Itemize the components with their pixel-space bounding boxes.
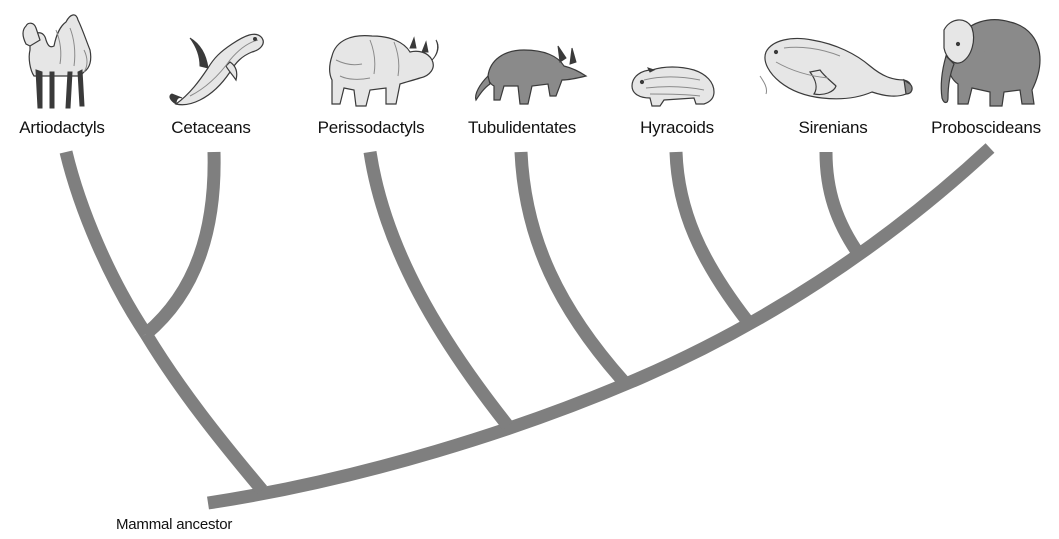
aardvark-icon — [476, 46, 586, 104]
taxon-label-perissodactyls: Perissodactyls — [318, 118, 425, 138]
branch-main-trunk — [208, 148, 990, 503]
taxon-label-tubulidentates: Tubulidentates — [468, 118, 576, 138]
hyrax-icon — [632, 67, 714, 106]
taxon-label-artiodactyls: Artiodactyls — [19, 118, 104, 138]
branch-tubulidentates — [521, 152, 624, 382]
branch-sirenians — [826, 152, 860, 256]
branches — [66, 148, 990, 503]
taxon-label-hyracoids: Hyracoids — [640, 118, 714, 138]
camel-icon — [23, 15, 91, 108]
dolphin-icon — [170, 34, 263, 105]
branch-artiodactyls — [66, 152, 146, 334]
taxon-label-proboscideans: Proboscideans — [931, 118, 1041, 138]
taxon-label-sirenians: Sirenians — [798, 118, 867, 138]
branch-hyracoids — [676, 152, 748, 322]
branch-cetaceans — [146, 152, 214, 334]
branch-artiodactyl-cetacean-stem — [146, 334, 262, 490]
manatee-icon — [760, 39, 912, 99]
branch-perissodactyls — [370, 152, 508, 426]
root-label: Mammal ancestor — [116, 516, 232, 533]
animal-illustrations — [23, 15, 1040, 108]
rhinoceros-icon — [330, 36, 438, 106]
taxon-label-cetaceans: Cetaceans — [171, 118, 250, 138]
elephant-icon — [941, 20, 1040, 106]
